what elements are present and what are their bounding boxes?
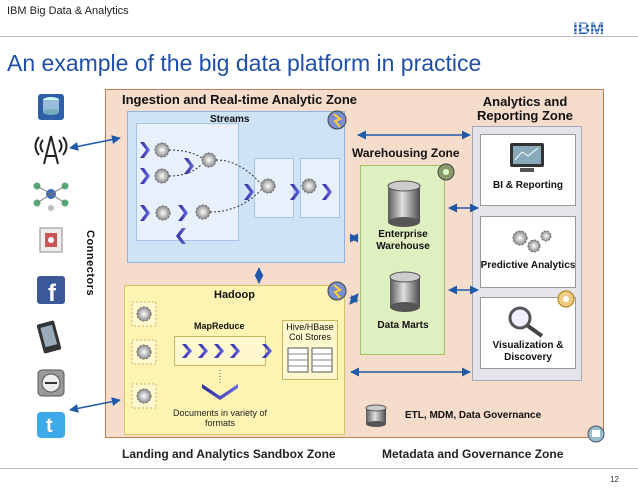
phone-icon xyxy=(36,320,62,354)
svg-text:f: f xyxy=(48,280,57,307)
streams-inner-panel xyxy=(136,123,239,241)
facebook-icon: f xyxy=(37,276,65,307)
governance-db-icon xyxy=(365,404,387,427)
zone-metadata-label: Metadata and Governance Zone xyxy=(382,447,564,461)
hadoop-badge-icon xyxy=(327,281,347,301)
header-divider xyxy=(0,36,638,37)
twitter-icon: t xyxy=(37,412,65,438)
streams-label: Streams xyxy=(210,114,250,125)
enterprise-warehouse-label: Enterprise Warehouse xyxy=(376,229,430,252)
data-marts-label: Data Marts xyxy=(377,320,429,331)
meter-icon xyxy=(37,369,65,397)
documents-label: Documents in variety of formats xyxy=(172,408,268,428)
page-title: An example of the big data platform in p… xyxy=(7,50,482,76)
etl-label: ETL, MDM, Data Governance xyxy=(405,410,542,421)
page-number: 12 xyxy=(610,475,619,484)
hadoop-flow xyxy=(131,301,333,409)
mapreduce-label: MapReduce xyxy=(194,321,245,331)
zone-analytics-label: Analytics and Reporting Zone xyxy=(476,94,574,123)
predictive-card xyxy=(480,216,576,288)
predictive-label: Predictive Analytics xyxy=(480,260,576,271)
bi-label: BI & Reporting xyxy=(493,180,563,191)
hive-table-icon xyxy=(287,347,333,373)
magnifier-icon xyxy=(508,306,544,338)
bi-monitor-icon xyxy=(510,143,544,172)
header-label: IBM Big Data & Analytics xyxy=(7,5,129,17)
enterprise-warehouse-icon xyxy=(387,180,421,227)
zone-landing-label: Landing and Analytics Sandbox Zone xyxy=(122,447,336,461)
hive-label: Hive/HBase Col Stores xyxy=(286,322,334,342)
streams-flow xyxy=(140,142,332,244)
connectors-label: Connectors xyxy=(84,230,96,297)
ibm-logo: IBM xyxy=(573,19,625,38)
sensor-icon xyxy=(39,227,63,253)
governance-badge-icon xyxy=(587,425,605,443)
hadoop-label: Hadoop xyxy=(214,289,255,301)
visualization-card xyxy=(480,297,576,369)
warehouse-badge-icon xyxy=(437,163,455,181)
database-icon xyxy=(38,94,64,120)
streams-badge-icon xyxy=(327,110,347,130)
footer-divider xyxy=(0,468,638,469)
antenna-icon xyxy=(34,135,68,165)
visualization-label: Visualization & Discovery xyxy=(492,340,564,363)
zone-warehousing-label: Warehousing Zone xyxy=(352,146,460,160)
zone-ingestion-label: Ingestion and Real-time Analytic Zone xyxy=(122,92,357,107)
network-icon xyxy=(33,182,69,211)
analytics-badge-icon xyxy=(557,290,575,308)
svg-text:t: t xyxy=(46,415,53,437)
predictive-gears-icon xyxy=(512,230,552,253)
data-marts-icon xyxy=(389,271,421,312)
